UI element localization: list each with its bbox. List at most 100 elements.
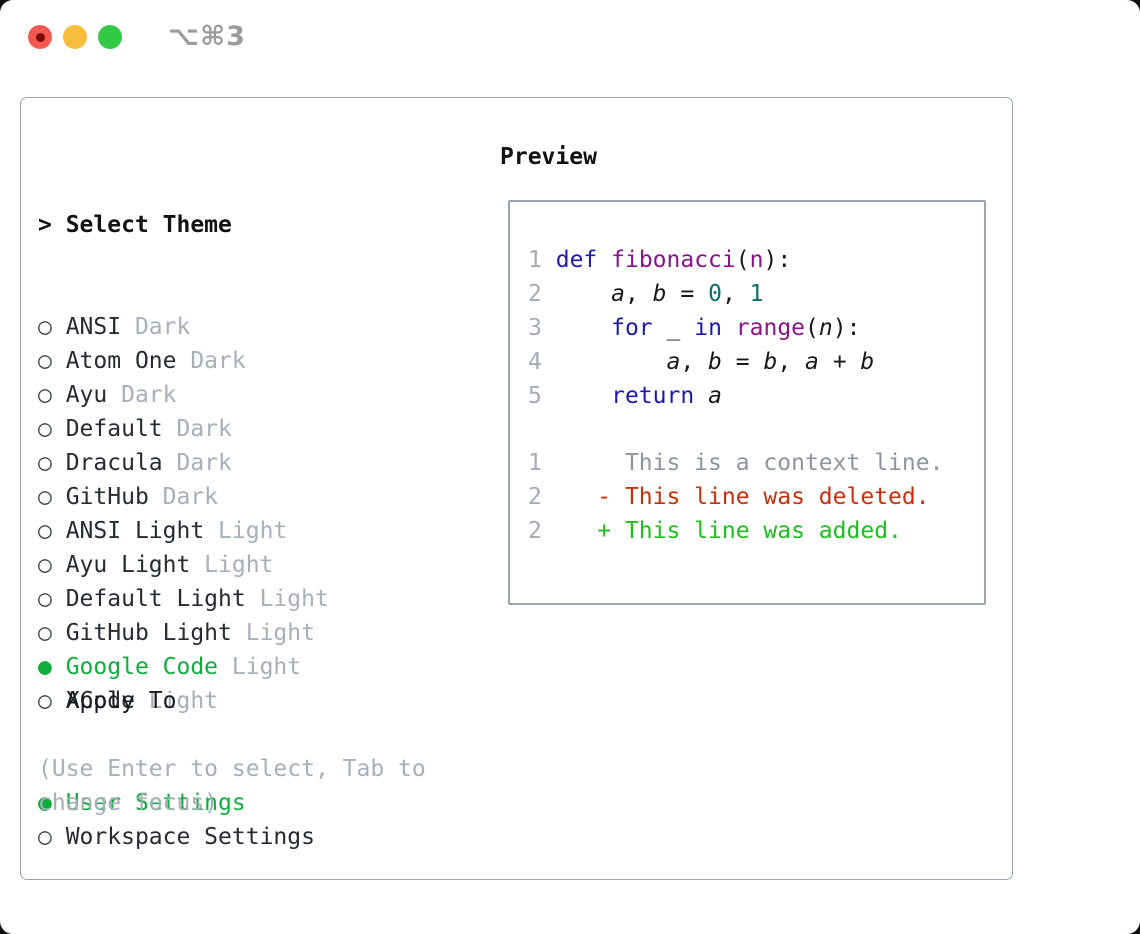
theme-variant: Dark <box>134 314 191 340</box>
code-token: n <box>749 247 764 273</box>
code-token: 1 <box>749 281 764 307</box>
theme-option-ansi[interactable]: ○ ANSI Dark <box>38 310 329 344</box>
theme-option-default-light[interactable]: ○ Default Light Light <box>38 582 329 616</box>
code-token <box>542 315 611 341</box>
radio-icon: ● <box>38 654 52 680</box>
radio-icon: ○ <box>38 586 52 612</box>
code-token: 0 <box>708 281 722 307</box>
code-line: 4 a, b = b, a + b <box>528 345 874 379</box>
line-number: 2 <box>528 281 542 307</box>
select-theme-title: Select Theme <box>65 212 232 238</box>
radio-icon: ● <box>38 790 52 816</box>
theme-name: Atom One <box>65 348 177 374</box>
theme-variant: Dark <box>176 450 232 476</box>
theme-name: ANSI <box>65 314 122 340</box>
theme-name: Default <box>65 416 163 442</box>
theme-variant: Dark <box>190 348 246 374</box>
select-theme-header: >Select Theme <box>38 208 329 242</box>
code-line: 1 def fibonacci(n): <box>528 243 874 277</box>
line-number: 2 <box>528 518 542 544</box>
radio-icon: ○ <box>38 450 52 476</box>
code-token <box>722 315 736 341</box>
radio-icon: ○ <box>38 416 52 442</box>
close-dot-icon <box>35 32 45 42</box>
code-token <box>653 315 667 341</box>
code-token <box>542 383 611 409</box>
code-token <box>597 247 611 273</box>
theme-variant: Light <box>259 586 329 612</box>
code-token: range <box>735 315 806 341</box>
minimize-button[interactable] <box>63 25 87 49</box>
code-token <box>542 247 556 273</box>
code-token: b <box>860 349 875 375</box>
apply-option-label: Workspace Settings <box>65 824 315 850</box>
theme-variant: Light <box>148 688 219 714</box>
code-token: n <box>818 315 833 341</box>
theme-option-atom-one[interactable]: ○ Atom One Dark <box>38 344 329 378</box>
radio-icon: ○ <box>38 518 52 544</box>
code-token: _ <box>666 315 681 341</box>
apply-to-options: ● User Settings ○ Workspace Settings <box>38 786 315 854</box>
radio-icon: ○ <box>38 688 52 714</box>
code-token <box>694 383 708 409</box>
code-token: a <box>805 349 819 375</box>
code-line: 2 + This line was added. <box>528 514 943 548</box>
line-number: 2 <box>528 484 542 510</box>
theme-name: Google Code <box>65 654 219 680</box>
apply-option-user-settings[interactable]: ● User Settings <box>38 786 315 820</box>
theme-variant: Light <box>218 518 288 544</box>
code-token: b <box>652 281 667 307</box>
apply-option-workspace-settings[interactable]: ○ Workspace Settings <box>38 820 315 854</box>
code-token: a <box>708 383 722 409</box>
line-number: 1 <box>528 247 542 273</box>
zoom-button[interactable] <box>98 25 122 49</box>
apply-to-title: Apply To <box>65 688 177 714</box>
line-number: 4 <box>528 349 542 375</box>
theme-name: GitHub Light <box>65 620 232 646</box>
code-token: + This line was added. <box>597 518 902 544</box>
code-line: 5 return a <box>528 379 874 413</box>
code-token <box>542 518 597 544</box>
radio-icon: ○ <box>38 314 52 340</box>
code-token: a <box>611 281 625 307</box>
theme-name: Default Light <box>65 586 246 612</box>
theme-name: ANSI Light <box>65 518 205 544</box>
code-token: b <box>763 349 778 375</box>
code-token: , <box>777 349 806 375</box>
hint-line: change focus) <box>38 790 219 816</box>
theme-option-ansi-light[interactable]: ○ ANSI Light Light <box>38 514 329 548</box>
preview-title: Preview <box>500 144 597 170</box>
theme-variant: Light <box>245 620 315 646</box>
preview-code-diff: 1 This is a context line. 2 - This line w… <box>528 446 943 548</box>
code-token: a <box>666 349 681 375</box>
radio-icon: ○ <box>38 620 52 646</box>
theme-option-github-light[interactable]: ○ GitHub Light Light <box>38 616 329 650</box>
line-number: 1 <box>528 450 542 476</box>
code-token: ): <box>832 315 861 341</box>
traffic-lights <box>28 25 122 49</box>
close-button[interactable] <box>28 25 52 49</box>
code-token: for <box>611 315 653 341</box>
code-line: 2 - This line was deleted. <box>528 480 943 514</box>
code-token: This is a context line. <box>541 450 944 476</box>
code-token: ( <box>805 315 819 341</box>
line-number: 3 <box>528 315 542 341</box>
code-line: 2 a, b = 0, 1 <box>528 277 874 311</box>
radio-icon: ○ <box>38 382 52 408</box>
line-number: 5 <box>528 383 542 409</box>
code-token: , <box>721 281 750 307</box>
radio-icon: ○ <box>38 824 52 850</box>
radio-icon: ○ <box>38 348 52 374</box>
apply-option-label: User Settings <box>65 790 246 816</box>
